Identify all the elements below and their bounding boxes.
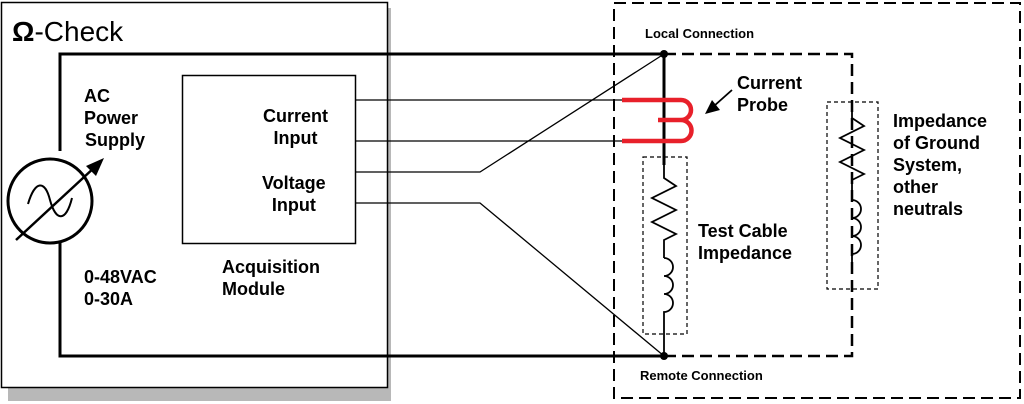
- variable-arrow-head: [86, 158, 104, 176]
- current-probe-clamp: [622, 97, 694, 144]
- power-label-line: Power: [84, 108, 139, 128]
- voltage-input-line: Voltage: [262, 173, 326, 193]
- acquisition-module-label: Acquisition Module: [222, 256, 320, 300]
- test-cable-resistor: [649, 165, 679, 258]
- test-cable-impedance-label: Test Cable Impedance: [698, 220, 792, 264]
- ground-line: System,: [893, 155, 963, 175]
- probe-pointer-shaft: [713, 89, 733, 107]
- remote-connection-node: [660, 352, 668, 360]
- ground-line: neutrals: [893, 199, 964, 219]
- current-input-label: Current Input: [263, 105, 328, 149]
- acquisition-module-box: [181, 74, 357, 245]
- sine-wave-icon: [27, 184, 73, 218]
- voltage-sense-local: [355, 53, 665, 173]
- voltage-input-label: Voltage Input: [262, 172, 326, 216]
- ground-line: of Ground: [893, 133, 980, 153]
- supply-bottom-conductor: [58, 229, 664, 358]
- power-label-line: AC: [84, 86, 110, 106]
- omega-symbol: Ω: [12, 16, 35, 47]
- local-connection-label: Local Connection: [645, 26, 755, 41]
- ground-inductor: [851, 199, 862, 272]
- current-probe-label: Current Probe: [737, 72, 802, 116]
- ground-line: other: [893, 177, 938, 197]
- current-input-line: Current: [263, 106, 329, 126]
- test-cable-impedance-box: [642, 156, 688, 335]
- local-connection-node: [660, 50, 668, 58]
- field-boundary: [613, 2, 1021, 399]
- current-input-line: Input: [273, 128, 318, 148]
- supply-top-conductor: [58, 52, 664, 151]
- device-title: Ω-Check: [12, 16, 123, 48]
- device-name: -Check: [34, 16, 124, 47]
- ac-power-supply-label: AC Power Supply: [84, 85, 145, 151]
- test-cable-inductor: [663, 257, 674, 324]
- probe-line: Probe: [737, 95, 789, 115]
- probe-line: Current: [737, 73, 803, 93]
- test-loop-dashed: [664, 52, 854, 358]
- ground-resistor: [837, 102, 867, 200]
- power-label-line: Supply: [85, 130, 146, 150]
- rating-line: 0-30A: [84, 289, 134, 309]
- variable-arrow-shaft: [15, 165, 97, 241]
- ground-line: Impedance: [893, 111, 988, 131]
- ground-impedance-label: Impedance of Ground System, other neutra…: [893, 110, 987, 220]
- module-line: Acquisition: [222, 257, 320, 277]
- probe-pointer-head: [705, 100, 720, 114]
- test-cable-line: Test Cable: [698, 221, 788, 241]
- power-rating-label: 0-48VAC 0-30A: [84, 266, 157, 310]
- module-line: Module: [222, 279, 285, 299]
- voltage-sense-remote: [355, 202, 665, 357]
- rating-line: 0-48VAC: [84, 267, 157, 287]
- voltage-input-line: Input: [271, 195, 316, 215]
- test-cable-line: Impedance: [698, 243, 793, 263]
- remote-connection-label: Remote Connection: [640, 368, 763, 383]
